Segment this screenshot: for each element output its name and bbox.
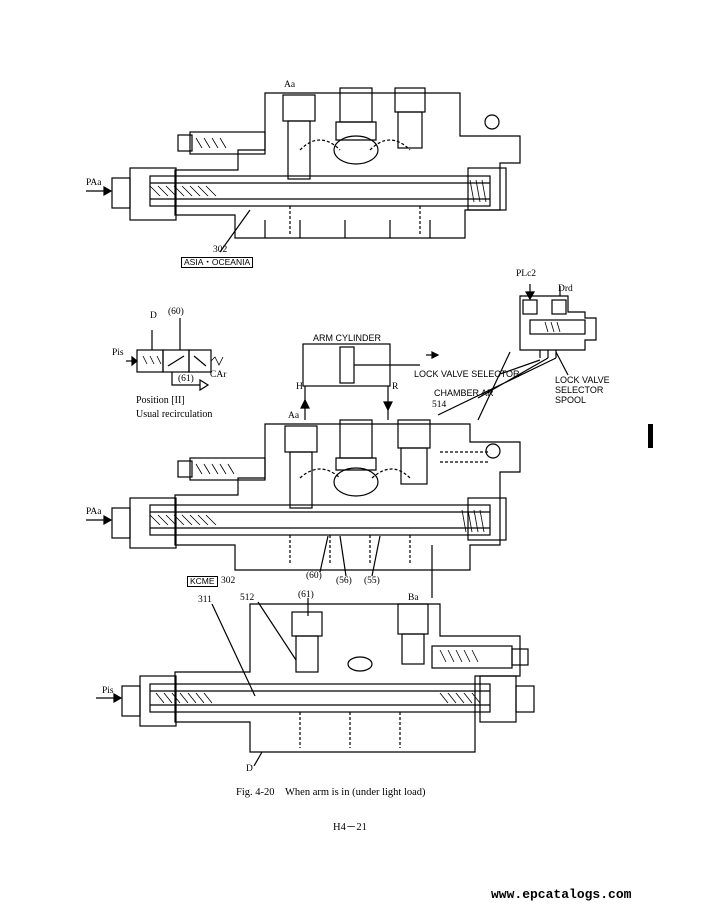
lock-valve-spool-label-1: LOCK VALVE (555, 375, 610, 385)
middle-part-302-label: 302 (221, 576, 236, 586)
middle-ref-56-label: (56) (336, 576, 352, 586)
pilot-ref-61-label: (61) (178, 374, 194, 384)
middle-port-aa-label: Aa (288, 411, 300, 421)
pilot-port-d-label: D (150, 311, 157, 321)
middle-ref-61-label: (61) (298, 590, 314, 600)
position-label: Position [II] (136, 395, 185, 406)
top-port-aa-label: Aa (284, 80, 296, 90)
bottom-part-311-label: 311 (198, 595, 212, 605)
top-valve-drawing (86, 87, 521, 253)
selector-port-plc2-label: PLc2 (516, 269, 537, 279)
pilot-valve-symbol (126, 318, 224, 392)
figure-caption: Fig. 4-20 When arm is in (under light lo… (236, 787, 426, 798)
pilot-port-pis-label: Pis (112, 348, 124, 358)
middle-ref-60-label: (60) (306, 571, 322, 581)
middle-ref-55-label: (55) (364, 576, 380, 586)
bottom-port-pis-label: Pis (102, 686, 114, 696)
margin-marker-bar (648, 424, 653, 448)
watermark-url: www.epcatalogs.com (491, 887, 632, 902)
usual-recirculation-label: Usual recirculation (136, 409, 213, 420)
selector-part-514-label: 514 (432, 400, 447, 410)
selector-port-drd-label: Drd (558, 284, 573, 294)
top-part-302-label: 302 (213, 245, 228, 255)
lock-valve-selector-label: LOCK VALVE SELECTOR (414, 369, 520, 379)
arm-cylinder-drawing (300, 343, 440, 420)
region-label-asia-oceania: ASIA・OCEANIA (181, 257, 254, 268)
region-label-kcme: KCME (187, 576, 218, 587)
bottom-port-d-label: D (246, 764, 253, 774)
bottom-part-512-label: 512 (240, 593, 255, 603)
lock-valve-selector-drawing (437, 284, 597, 421)
middle-valve-drawing (86, 419, 521, 598)
lock-valve-spool-label-3: SPOOL (555, 395, 587, 405)
middle-port-ba-label: Ba (408, 593, 419, 603)
cylinder-port-r-label: R (392, 382, 399, 392)
top-port-paa-label: PAa (86, 178, 102, 188)
lock-valve-spool-label-2: SELECTOR (555, 385, 604, 395)
chamber-ar-label: CHAMBER AR (434, 388, 494, 398)
cylinder-port-h-label: H (296, 382, 303, 392)
pilot-port-car-label: CAr (210, 370, 227, 380)
arm-cylinder-label: ARM CYLINDER (313, 333, 382, 343)
bottom-valve-drawing (96, 598, 535, 767)
page-number: H4－21 (333, 822, 367, 833)
pilot-ref-60-label: (60) (168, 307, 184, 317)
middle-port-paa-label: PAa (86, 507, 102, 517)
